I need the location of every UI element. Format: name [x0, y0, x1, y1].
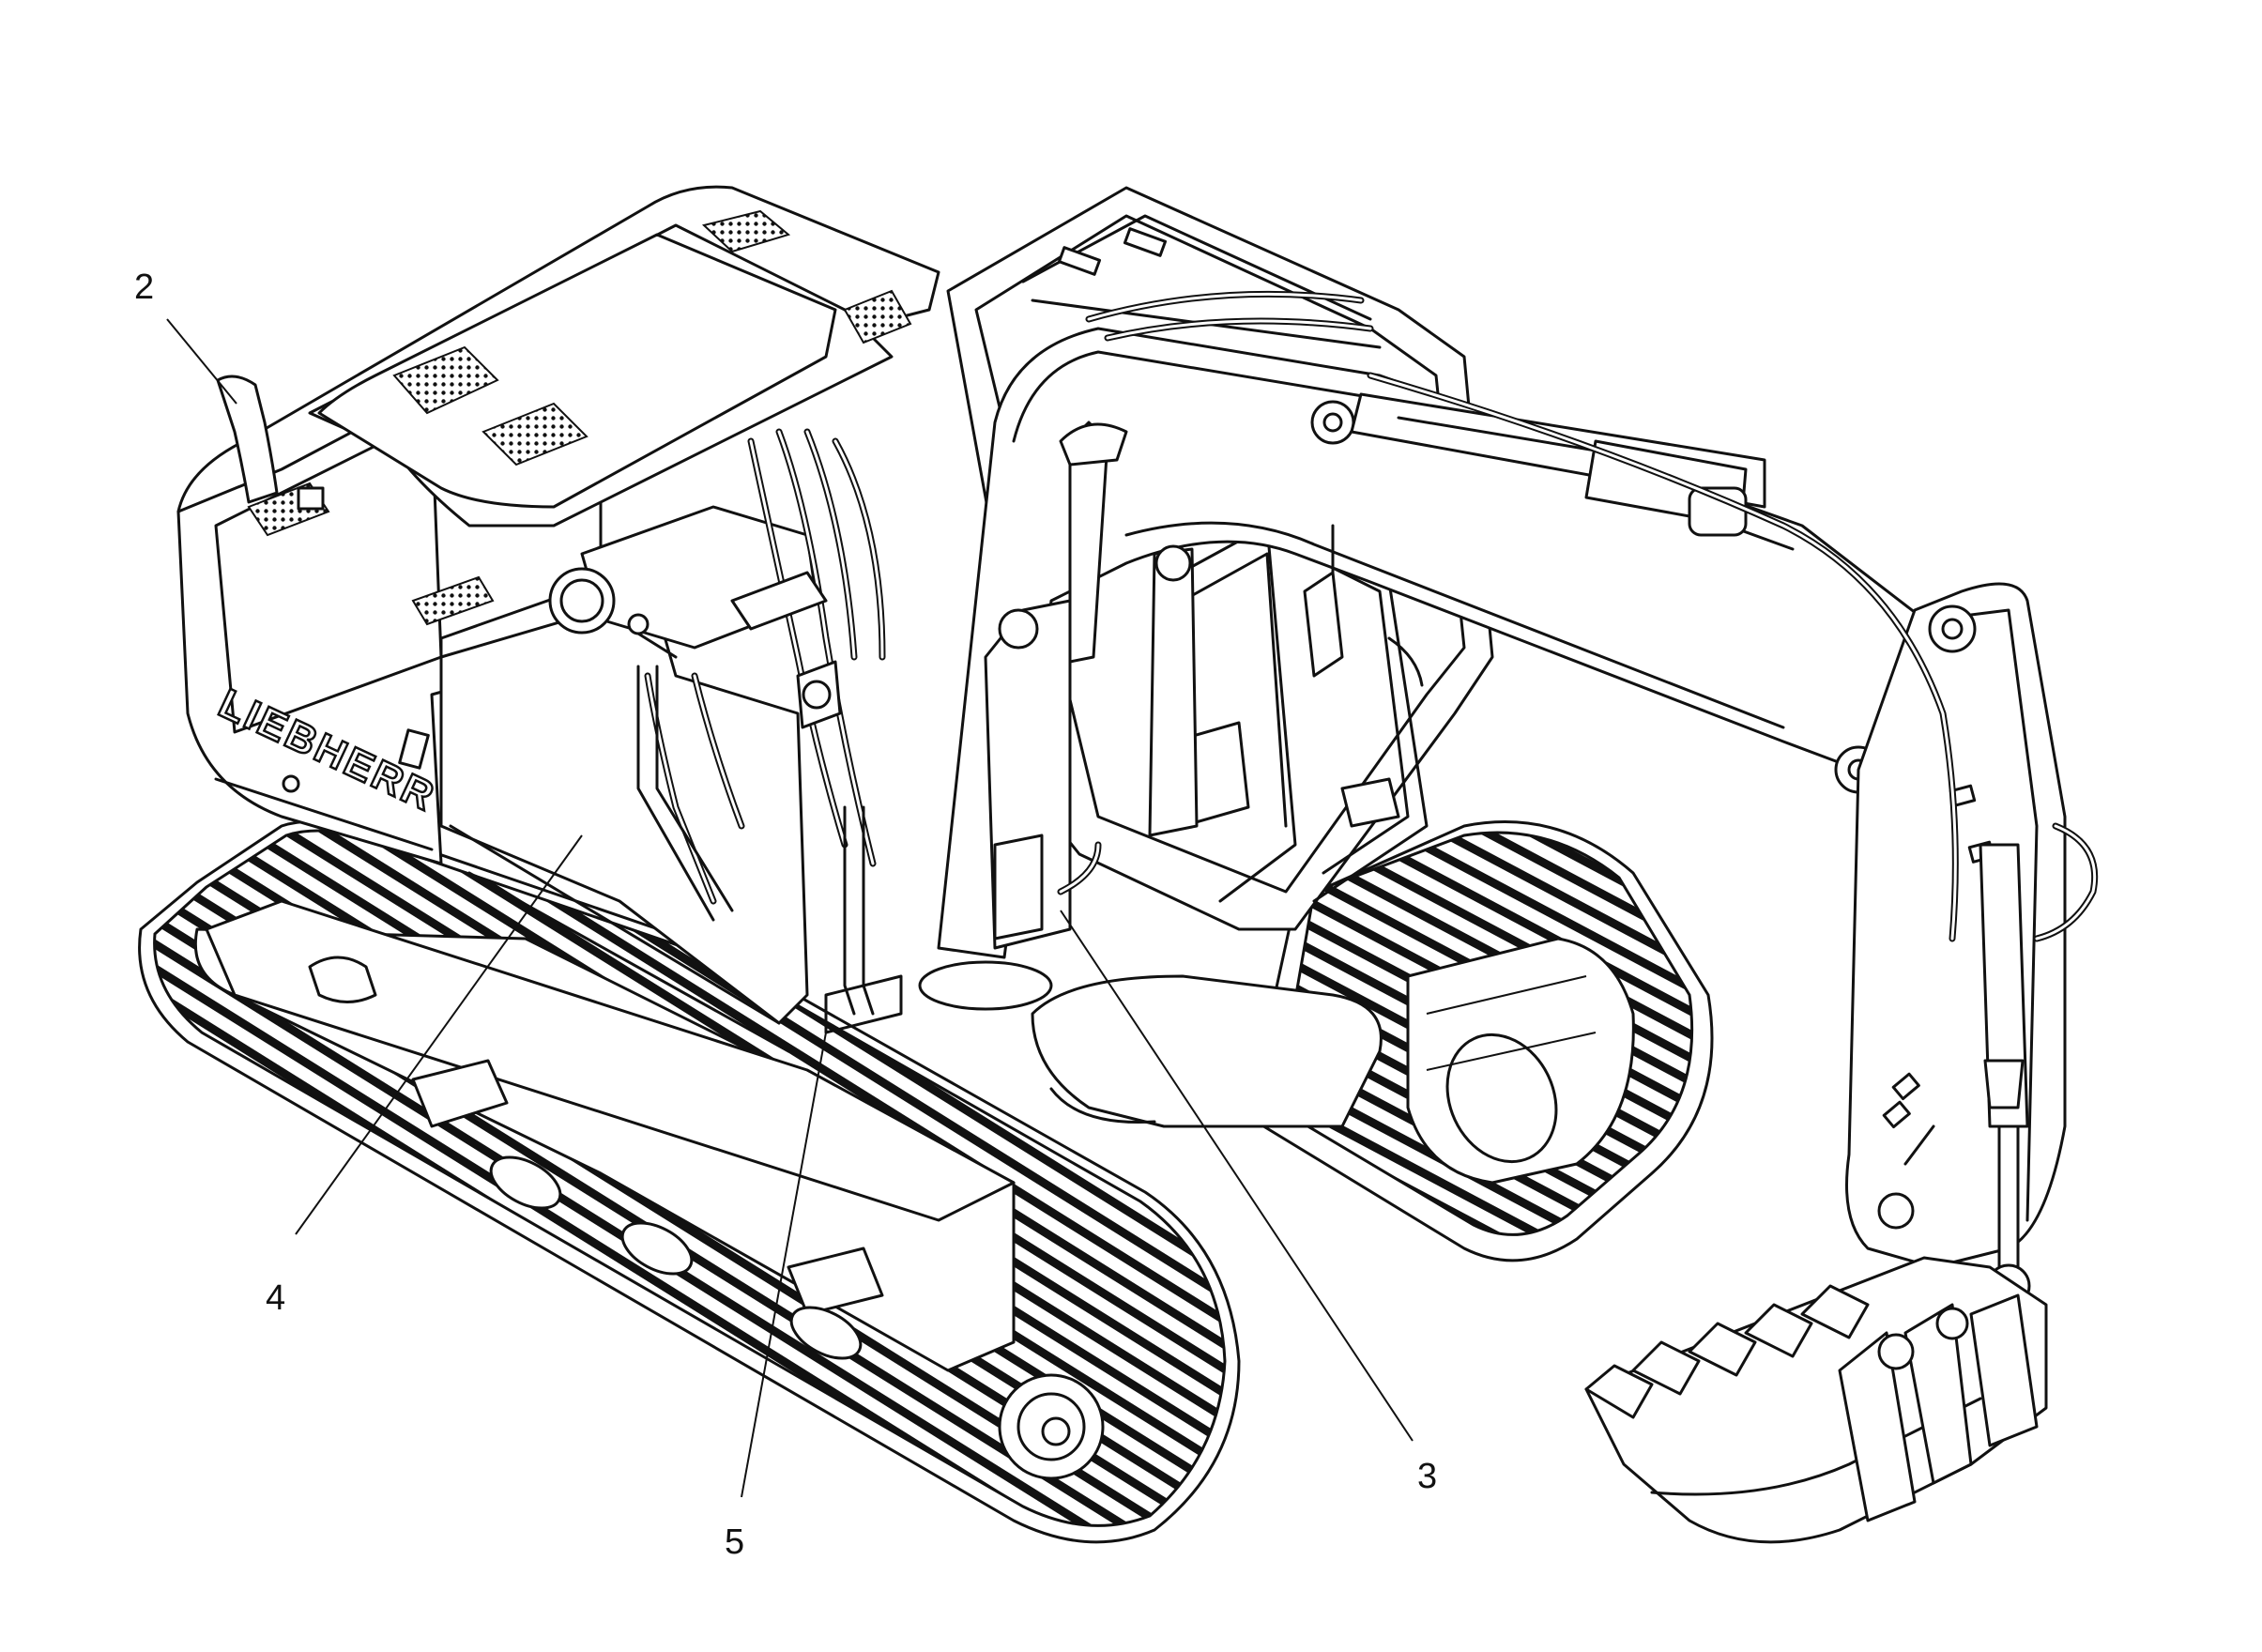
- callout-5: 5: [725, 1522, 744, 1562]
- undercarriage-center: [918, 960, 1383, 1128]
- callout-leaders: [166, 318, 1414, 1498]
- leader-2: [166, 318, 237, 405]
- callout-2: 2: [134, 268, 154, 307]
- leader-3: [1060, 910, 1414, 1442]
- hydraulic-hoses: [636, 290, 2099, 1034]
- callout-3: 3: [1417, 1457, 1437, 1496]
- engine-grille-1: [392, 345, 499, 415]
- engine-grille-4: [843, 289, 912, 344]
- callout-labels: 2 3 4 5: [134, 268, 1437, 1562]
- exhaust-stack: [216, 375, 279, 504]
- right-track: [1246, 820, 1714, 1262]
- engine-grille-3: [701, 209, 791, 253]
- leader-5: [741, 1032, 827, 1498]
- engine-grille-6: [411, 575, 495, 626]
- boom-cylinders: [984, 421, 1199, 950]
- callout-4: 4: [266, 1278, 285, 1318]
- left-track: [138, 819, 1241, 1544]
- upper-carriage: LIEBHERR: [176, 185, 940, 1053]
- bucket: [1584, 1256, 2048, 1544]
- engine-grille-2: [481, 402, 588, 467]
- leader-4: [295, 834, 583, 1235]
